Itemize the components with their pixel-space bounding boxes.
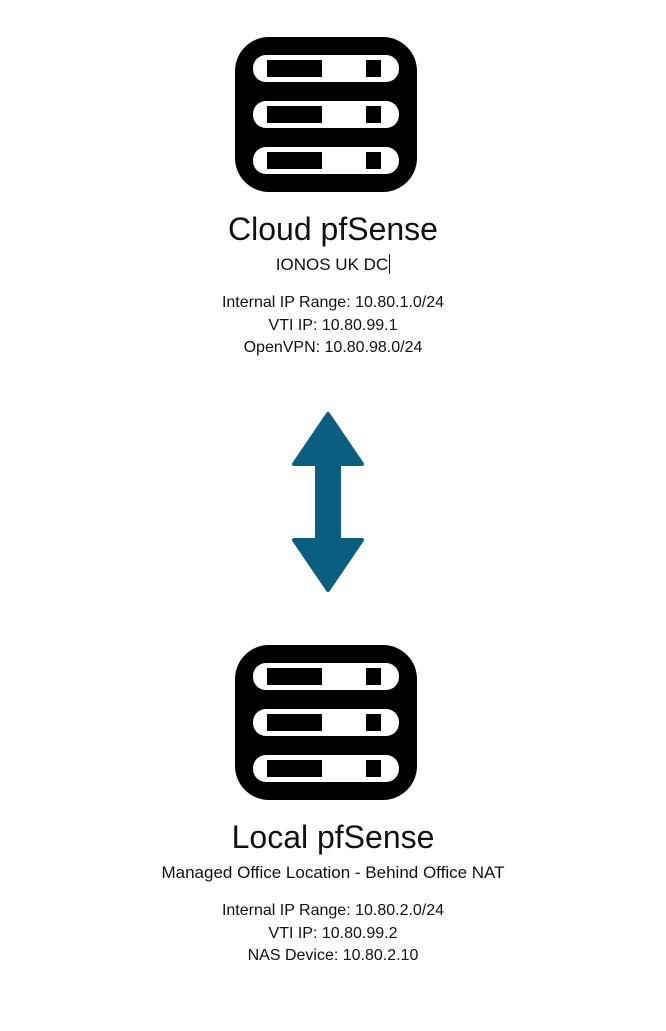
cloud-subtitle: IONOS UK DC (0, 254, 666, 276)
cloud-subtitle-text: IONOS UK DC (275, 255, 389, 274)
local-title: Local pfSense (231, 819, 435, 855)
server-rack-icon (235, 37, 417, 192)
text-cursor (389, 254, 391, 274)
cloud-server-icon (235, 37, 417, 192)
local-detail-line: VTI IP: 10.80.99.2 (268, 924, 398, 942)
cloud-details: Internal IP Range: 10.80.1.0/24 VTI IP: … (0, 292, 666, 360)
cloud-detail-line: Internal IP Range: 10.80.1.0/24 (221, 294, 445, 311)
cloud-detail-line: OpenVPN: 10.80.98.0/24 (243, 339, 423, 356)
cloud-title: Cloud pfSense (228, 211, 438, 247)
server-rack-icon (235, 645, 417, 800)
cloud-detail-line: VTI IP: 10.80.99.1 (268, 316, 398, 334)
double-arrow-icon (292, 412, 364, 592)
local-detail-line: Internal IP Range: 10.80.2.0/24 (221, 902, 445, 919)
local-detail-line: NAS Device: 10.80.2.10 (247, 947, 419, 964)
local-subtitle: Managed Office Location - Behind Office … (161, 863, 505, 882)
local-server-icon (235, 645, 417, 800)
local-details: Internal IP Range: 10.80.2.0/24 VTI IP: … (0, 900, 666, 968)
